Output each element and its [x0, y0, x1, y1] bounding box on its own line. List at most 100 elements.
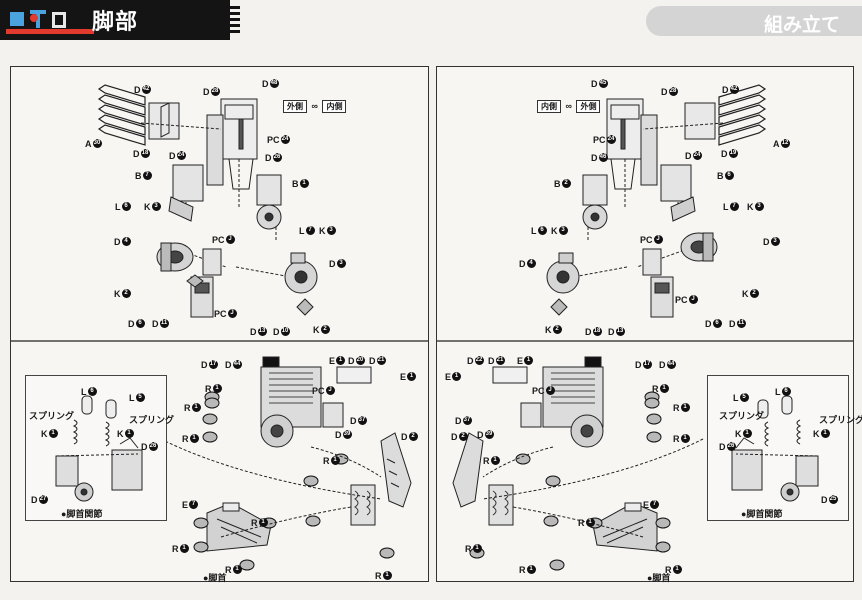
- part-number-badge: 17: [208, 360, 218, 369]
- part-letter: D: [451, 432, 458, 442]
- part-number-badge: 24: [176, 151, 186, 160]
- part-number-badge: 3: [336, 259, 346, 268]
- part-letter: D: [722, 85, 729, 95]
- part-number-badge: 2: [408, 432, 418, 441]
- callout-inner-label: 内側: [537, 100, 561, 113]
- part-letter: K: [742, 289, 749, 299]
- callout-outer-label: 外側: [576, 100, 601, 113]
- part-number-badge: 28: [210, 87, 220, 96]
- part-letter: D: [477, 430, 484, 440]
- part-number-badge: 6: [781, 387, 791, 396]
- foot-caption: ●脚首: [647, 573, 671, 583]
- part-letter: PC: [214, 309, 227, 319]
- part-letter: K: [117, 429, 124, 439]
- part-letter: R: [673, 434, 680, 444]
- part-letter: D: [335, 430, 342, 440]
- part-number-badge: 1: [742, 429, 752, 438]
- part-number-badge: 39: [484, 430, 494, 439]
- part-number-badge: 44: [666, 360, 676, 369]
- part-number-badge: 1: [407, 372, 417, 381]
- part-number-badge: 1: [490, 456, 500, 465]
- part-number-badge: 3: [558, 226, 568, 235]
- part-letter: D: [591, 79, 598, 89]
- part-letter: D: [661, 87, 668, 97]
- part-letter: D: [250, 327, 257, 337]
- header-divider: [230, 6, 240, 34]
- part-letter: D: [201, 360, 208, 370]
- part-number-badge: 1: [179, 544, 189, 553]
- part-number-badge: 24: [606, 135, 616, 144]
- part-letter: D: [401, 432, 408, 442]
- part-number-badge: 19: [728, 149, 738, 158]
- part-letter: D: [133, 149, 140, 159]
- part-letter: R: [225, 565, 232, 575]
- part-letter: L: [129, 393, 135, 403]
- part-letter: D: [348, 356, 355, 366]
- part-letter: PC: [675, 295, 688, 305]
- part-number-badge: 3: [151, 202, 161, 211]
- section-tab-label: 組み立て: [763, 14, 840, 36]
- part-number-badge: 2: [561, 179, 571, 188]
- part-number-badge: 5: [135, 393, 145, 402]
- part-number-badge: 2: [458, 432, 468, 441]
- part-letter: D: [329, 259, 336, 269]
- right-leg-diagram: [437, 84, 853, 571]
- part-number-badge: 7: [142, 171, 152, 180]
- left-leg-diagram: [11, 84, 428, 571]
- part-letter: K: [551, 226, 558, 236]
- part-letter: D: [585, 327, 592, 337]
- part-number-badge: 1: [472, 544, 482, 553]
- part-number-badge: 30: [92, 139, 102, 148]
- foot-caption: ●脚首: [203, 573, 227, 583]
- part-letter: R: [251, 518, 258, 528]
- part-number-badge: 7: [729, 202, 739, 211]
- part-letter: PC: [640, 235, 653, 245]
- part-number-badge: 1: [680, 434, 690, 443]
- part-letter: R: [483, 456, 490, 466]
- part-letter: D: [265, 153, 272, 163]
- part-number-badge: 6: [537, 226, 547, 235]
- part-label: スプリング: [719, 411, 764, 421]
- part-letter: D: [659, 360, 666, 370]
- part-letter: E: [445, 372, 452, 382]
- part-letter: PC: [312, 386, 325, 396]
- part-letter: L: [775, 387, 781, 397]
- part-number-badge: 17: [642, 360, 652, 369]
- callout-outer-inner: 外側 ∞ 内側: [283, 100, 347, 113]
- part-letter: L: [723, 202, 729, 212]
- section-tab: 組み立て: [646, 6, 862, 36]
- part-letter: K: [319, 226, 326, 236]
- part-letter: K: [735, 429, 742, 439]
- part-number-badge: J: [325, 386, 335, 395]
- part-number-badge: 1: [526, 565, 536, 574]
- part-number-badge: 1: [212, 384, 222, 393]
- part-letter: D: [114, 237, 121, 247]
- part-number-badge: 26: [726, 442, 736, 451]
- part-number-badge: 20: [355, 356, 365, 365]
- part-number-badge: 2: [552, 325, 562, 334]
- part-number-badge: 37: [462, 416, 472, 425]
